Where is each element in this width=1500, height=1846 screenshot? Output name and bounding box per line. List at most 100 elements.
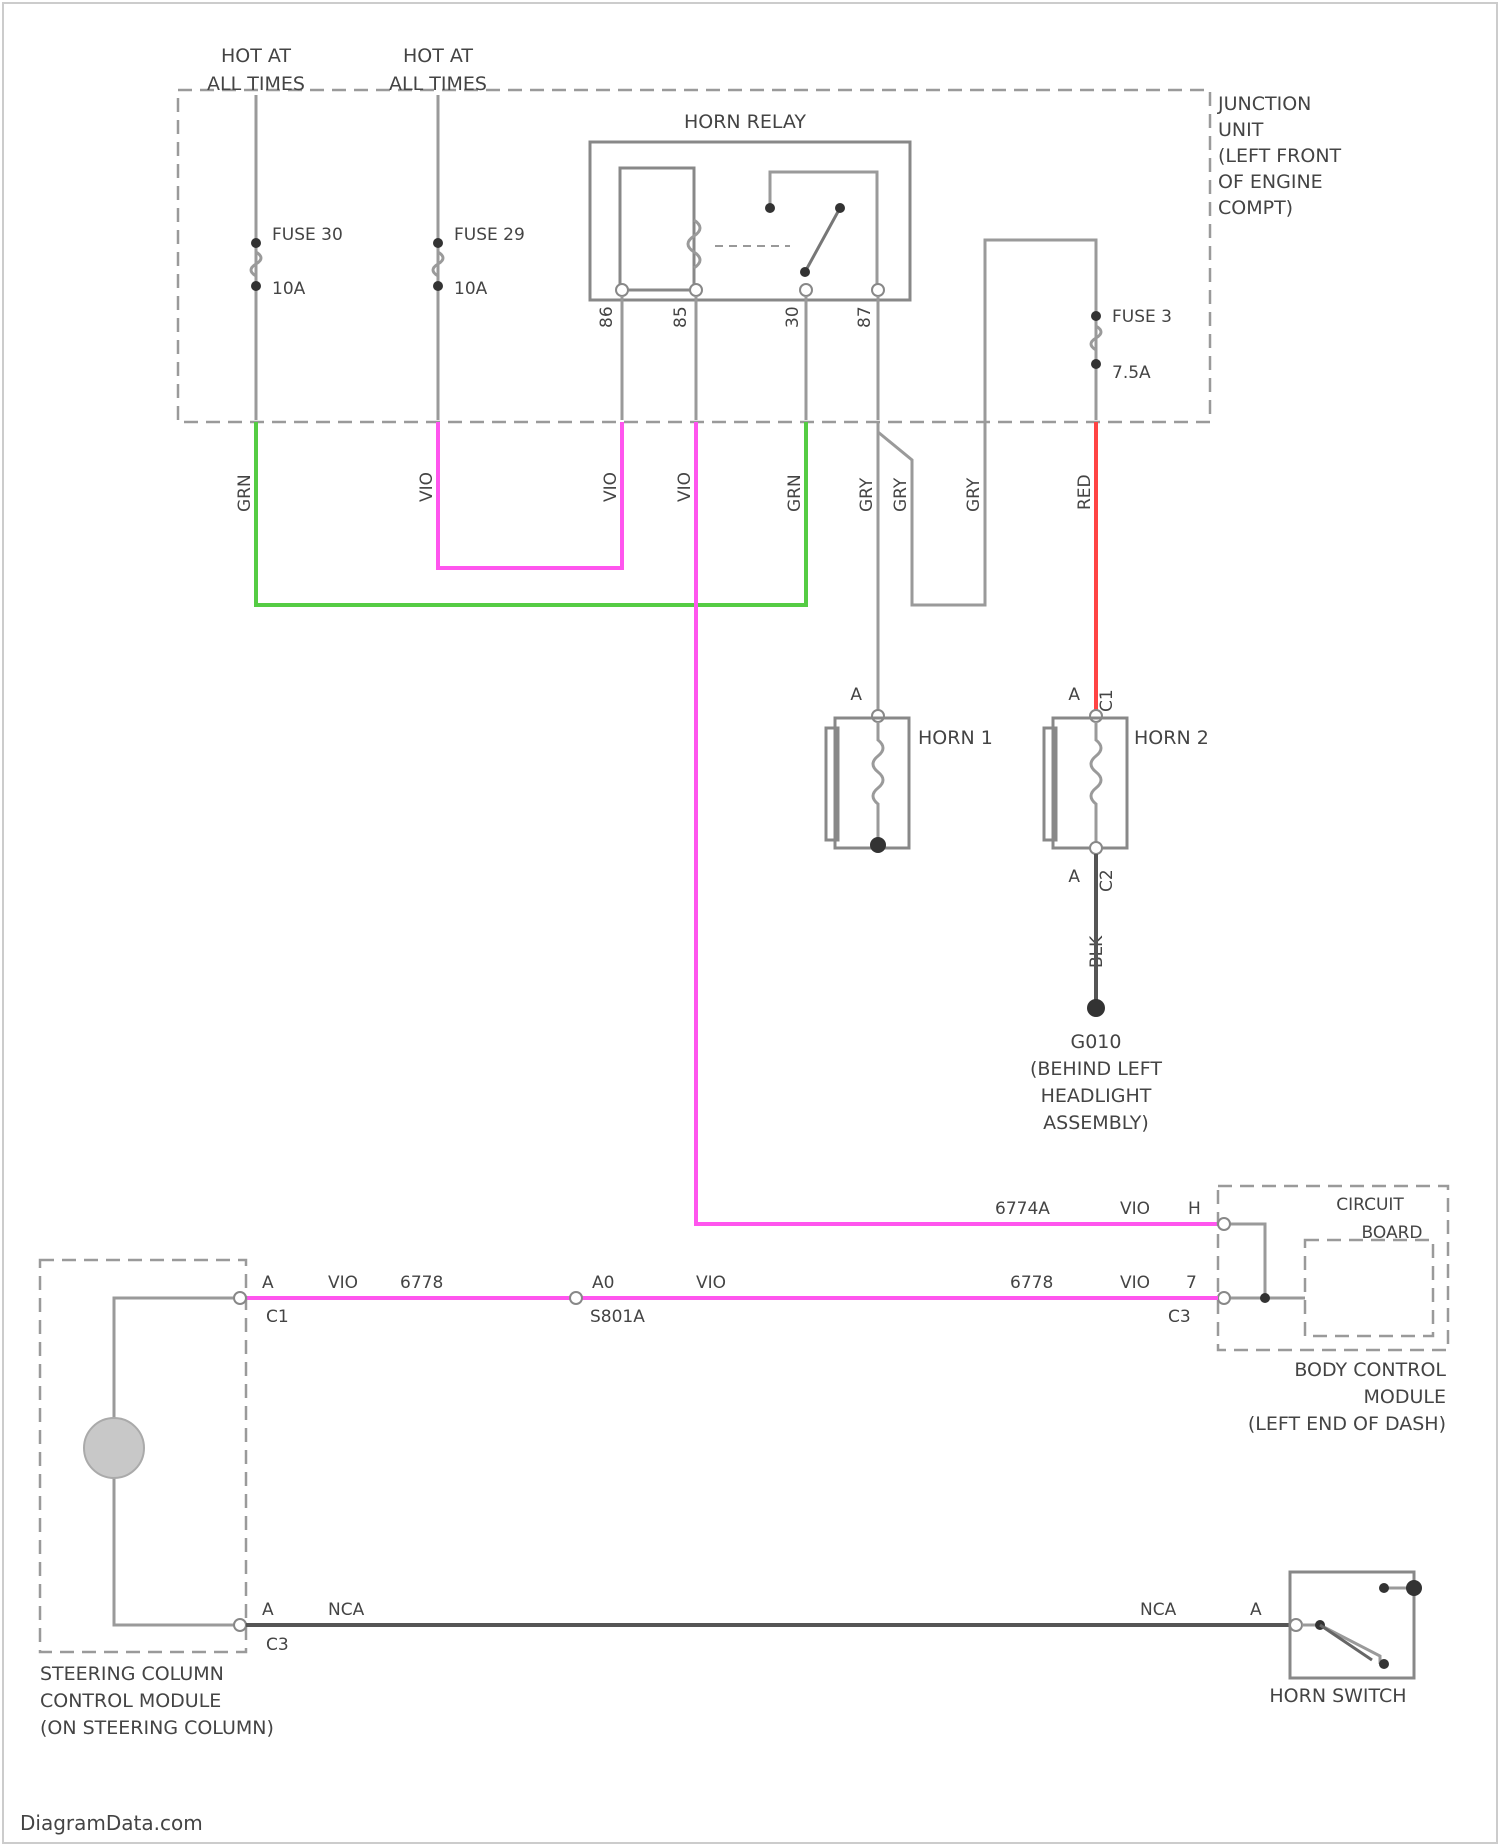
svg-text:HORN RELAY: HORN RELAY — [684, 111, 806, 133]
svg-text:HOT AT: HOT AT — [221, 45, 291, 67]
svg-text:10A: 10A — [454, 279, 488, 299]
svg-text:A: A — [1250, 1600, 1262, 1620]
svg-text:S801A: S801A — [590, 1307, 645, 1327]
svg-text:H: H — [1188, 1199, 1201, 1219]
svg-text:C1: C1 — [266, 1307, 289, 1327]
horn-1: A HORN 1 — [826, 685, 993, 853]
svg-text:MODULE: MODULE — [1364, 1386, 1446, 1408]
svg-text:ALL TIMES: ALL TIMES — [207, 73, 305, 95]
svg-text:HOT AT: HOT AT — [403, 45, 473, 67]
junction-unit-label: JUNCTION UNIT (LEFT FRONT OF ENGINE COMP… — [1217, 93, 1342, 219]
svg-text:7: 7 — [1186, 1273, 1197, 1293]
splice-s801a — [570, 1292, 582, 1304]
svg-text:STEERING COLUMN: STEERING COLUMN — [40, 1663, 224, 1685]
svg-text:A: A — [850, 685, 862, 705]
svg-text:87: 87 — [855, 306, 875, 328]
svg-text:G010: G010 — [1071, 1031, 1122, 1053]
horn-switch: HORN SWITCH — [1269, 1572, 1422, 1707]
bcm-box — [1218, 1186, 1448, 1350]
sccm-pin-a-c3 — [234, 1619, 246, 1631]
svg-text:85: 85 — [671, 306, 691, 328]
svg-text:HORN SWITCH: HORN SWITCH — [1269, 1685, 1406, 1707]
bcm-internal-wires — [1230, 1224, 1305, 1298]
svg-text:FUSE 30: FUSE 30 — [272, 225, 343, 245]
svg-text:6778: 6778 — [400, 1273, 443, 1293]
svg-text:C1: C1 — [1097, 689, 1117, 712]
svg-text:ASSEMBLY): ASSEMBLY) — [1043, 1112, 1149, 1134]
ground-g010: G010 (BEHIND LEFT HEADLIGHT ASSEMBLY) — [1030, 999, 1162, 1134]
gry-loop-wire — [878, 432, 985, 605]
horn-relay: HORN RELAY 86 85 30 87 — [590, 111, 910, 328]
svg-text:86: 86 — [597, 306, 617, 328]
circuit-board-box — [1305, 1240, 1433, 1336]
svg-text:VIO: VIO — [328, 1273, 358, 1293]
svg-text:HORN 1: HORN 1 — [918, 727, 993, 749]
svg-text:(ON STEERING COLUMN): (ON STEERING COLUMN) — [40, 1717, 274, 1739]
watermark: DiagramData.com — [20, 1811, 203, 1835]
power-label-2: HOT AT ALL TIMES — [389, 45, 487, 95]
svg-text:ALL TIMES: ALL TIMES — [389, 73, 487, 95]
svg-text:C3: C3 — [266, 1635, 289, 1655]
svg-text:RED: RED — [1075, 474, 1095, 510]
svg-text:6774A: 6774A — [995, 1199, 1050, 1219]
wire-color-labels: GRN VIO VIO VIO GRN GRY GRY GRY RED BLK — [235, 472, 1107, 968]
svg-text:A: A — [1068, 685, 1080, 705]
svg-text:CIRCUIT: CIRCUIT — [1336, 1195, 1404, 1215]
svg-text:OF ENGINE: OF ENGINE — [1218, 171, 1323, 193]
svg-text:GRY: GRY — [857, 477, 877, 512]
svg-text:HORN 2: HORN 2 — [1134, 727, 1209, 749]
svg-text:C3: C3 — [1168, 1307, 1191, 1327]
sccm-label: STEERING COLUMN CONTROL MODULE (ON STEER… — [40, 1663, 274, 1739]
svg-text:VIO: VIO — [417, 472, 437, 502]
nca-labels: A C3 NCA NCA A — [262, 1600, 1262, 1655]
svg-text:COMPT): COMPT) — [1218, 197, 1293, 219]
svg-text:BOARD: BOARD — [1362, 1223, 1423, 1243]
svg-text:6778: 6778 — [1010, 1273, 1053, 1293]
svg-text:(LEFT FRONT: (LEFT FRONT — [1218, 145, 1342, 167]
svg-text:A0: A0 — [592, 1273, 614, 1293]
svg-text:A: A — [1068, 867, 1080, 887]
svg-text:FUSE 3: FUSE 3 — [1112, 307, 1172, 327]
grn-loop-wire — [256, 422, 806, 605]
bcm-wire-labels: 6774A VIO H 6778 VIO 7 C3 — [995, 1199, 1201, 1327]
svg-text:HEADLIGHT: HEADLIGHT — [1041, 1085, 1152, 1107]
svg-text:GRN: GRN — [235, 474, 255, 512]
svg-text:GRN: GRN — [785, 474, 805, 512]
svg-text:(BEHIND LEFT: (BEHIND LEFT — [1030, 1058, 1162, 1080]
fuse3-feed-wire — [985, 240, 1096, 600]
fuse-3: FUSE 3 7.5A — [1091, 307, 1172, 383]
svg-text:10A: 10A — [272, 279, 306, 299]
svg-text:NCA: NCA — [1140, 1600, 1177, 1620]
circuit-board-label: CIRCUIT BOARD — [1336, 1195, 1422, 1243]
vio-loop-wire — [438, 422, 622, 568]
svg-text:BODY CONTROL: BODY CONTROL — [1294, 1359, 1446, 1381]
svg-text:GRY: GRY — [891, 477, 911, 512]
fuse-30: FUSE 30 10A — [251, 225, 343, 299]
svg-text:VIO: VIO — [1120, 1273, 1150, 1293]
bcm-label: BODY CONTROL MODULE (LEFT END OF DASH) — [1248, 1359, 1447, 1435]
svg-text:VIO: VIO — [601, 472, 621, 502]
svg-text:C2: C2 — [1097, 869, 1117, 892]
svg-text:NCA: NCA — [328, 1600, 365, 1620]
svg-text:A: A — [262, 1273, 274, 1293]
bcm-pin-7 — [1218, 1292, 1230, 1304]
svg-text:7.5A: 7.5A — [1112, 363, 1151, 383]
svg-text:30: 30 — [783, 306, 803, 328]
sccm-component — [84, 1418, 144, 1478]
svg-text:VIO: VIO — [696, 1273, 726, 1293]
svg-text:UNIT: UNIT — [1218, 119, 1264, 141]
svg-text:VIO: VIO — [675, 472, 695, 502]
svg-text:A: A — [262, 1600, 274, 1620]
sccm-pin-a-c1 — [234, 1292, 246, 1304]
bcm-pin-h — [1218, 1218, 1230, 1230]
power-label-1: HOT AT ALL TIMES — [207, 45, 305, 95]
fuse-29: FUSE 29 10A — [433, 225, 525, 299]
svg-text:FUSE 29: FUSE 29 — [454, 225, 525, 245]
svg-text:CONTROL MODULE: CONTROL MODULE — [40, 1690, 221, 1712]
svg-text:(LEFT END OF DASH): (LEFT END OF DASH) — [1248, 1413, 1446, 1435]
svg-text:JUNCTION: JUNCTION — [1217, 93, 1311, 115]
svg-text:GRY: GRY — [964, 477, 984, 512]
horn-2: A C1 HORN 2 A C2 — [1044, 685, 1209, 892]
svg-text:VIO: VIO — [1120, 1199, 1150, 1219]
